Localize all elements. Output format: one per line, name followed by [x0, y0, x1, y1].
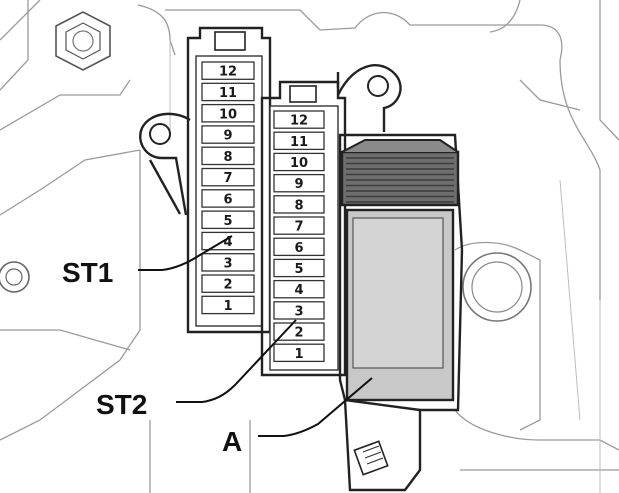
st1-slot: 11 — [201, 82, 255, 102]
st2-slot-number: 4 — [294, 283, 303, 298]
st1-slot-number: 1 — [223, 299, 232, 314]
st1-slot: 12 — [201, 61, 255, 80]
callout-st1: ST1 — [62, 235, 233, 288]
st1-slot-list: 12 11 10 9 8 7 6 5 4 3 2 1 — [201, 61, 255, 315]
st1-slot: 7 — [201, 167, 255, 187]
st2-slot-number: 8 — [294, 198, 303, 213]
st2-slot: 7 — [273, 216, 325, 235]
st1-slot: 3 — [201, 253, 255, 272]
st2-slot: 3 — [273, 301, 325, 320]
st1-slot-number: 6 — [223, 192, 232, 207]
st2-slot: 4 — [273, 279, 325, 299]
callout-st2-label: ST2 — [96, 389, 147, 420]
st2-slot: 1 — [273, 343, 325, 363]
st2-slot: 12 — [273, 110, 325, 129]
st2-slot-number: 12 — [290, 114, 308, 129]
st1-slot-number: 8 — [223, 150, 232, 165]
st1-slot-number: 10 — [219, 107, 237, 122]
st2-slot-number: 7 — [294, 220, 303, 235]
st2-slot-number: 2 — [294, 326, 303, 341]
st2-slot: 2 — [273, 322, 325, 341]
st1-slot-number: 3 — [223, 256, 232, 271]
st2-slot-number: 3 — [294, 304, 303, 319]
mounting-boss-icon — [462, 252, 532, 322]
st1-slot-number: 2 — [223, 278, 232, 293]
st1-slot: 4 — [201, 231, 255, 251]
st1-slot: 5 — [201, 210, 255, 230]
st2-slot: 5 — [273, 258, 325, 278]
st2-slot-list: 12 11 10 9 8 7 6 5 4 3 2 1 — [273, 110, 325, 363]
round-bolt-icon — [0, 261, 30, 293]
st1-slot: 1 — [201, 295, 255, 315]
st1-slot-number: 7 — [223, 171, 232, 186]
st2-slot: 8 — [273, 195, 325, 214]
st1-slot-number: 9 — [223, 129, 232, 144]
callout-st2: ST2 — [96, 319, 297, 420]
st2-slot-number: 1 — [294, 347, 303, 362]
st1-slot-number: 11 — [219, 86, 237, 101]
fuse-block-st2: 12 11 10 9 8 7 6 5 4 3 2 1 — [260, 64, 402, 377]
st1-slot: 6 — [201, 189, 255, 208]
st2-slot: 6 — [273, 237, 325, 257]
st2-slot-number: 5 — [294, 262, 303, 277]
st1-slot-number: 5 — [223, 214, 232, 229]
st2-slot-number: 11 — [290, 135, 308, 150]
hex-bolt-icon — [55, 11, 111, 71]
st2-slot: 9 — [273, 173, 325, 193]
relay-a — [338, 133, 464, 492]
st2-slot: 11 — [273, 131, 325, 151]
st2-slot-number: 6 — [294, 241, 303, 256]
callout-st1-label: ST1 — [62, 257, 113, 288]
callout-a-label: A — [222, 426, 242, 457]
st1-slot: 2 — [201, 274, 255, 293]
st2-slot-number: 9 — [294, 177, 303, 192]
fuse-block-st1: 12 11 10 9 8 7 6 5 4 3 2 1 — [139, 26, 272, 334]
st2-slot-number: 10 — [290, 156, 308, 171]
st1-slot: 8 — [201, 146, 255, 166]
st1-slot: 10 — [201, 103, 255, 123]
st1-slot: 9 — [201, 125, 255, 144]
st1-slot-number: 12 — [219, 65, 237, 80]
st2-slot: 10 — [273, 152, 325, 172]
st1-slot-number: 4 — [223, 235, 232, 250]
callout-a: A — [222, 377, 373, 457]
